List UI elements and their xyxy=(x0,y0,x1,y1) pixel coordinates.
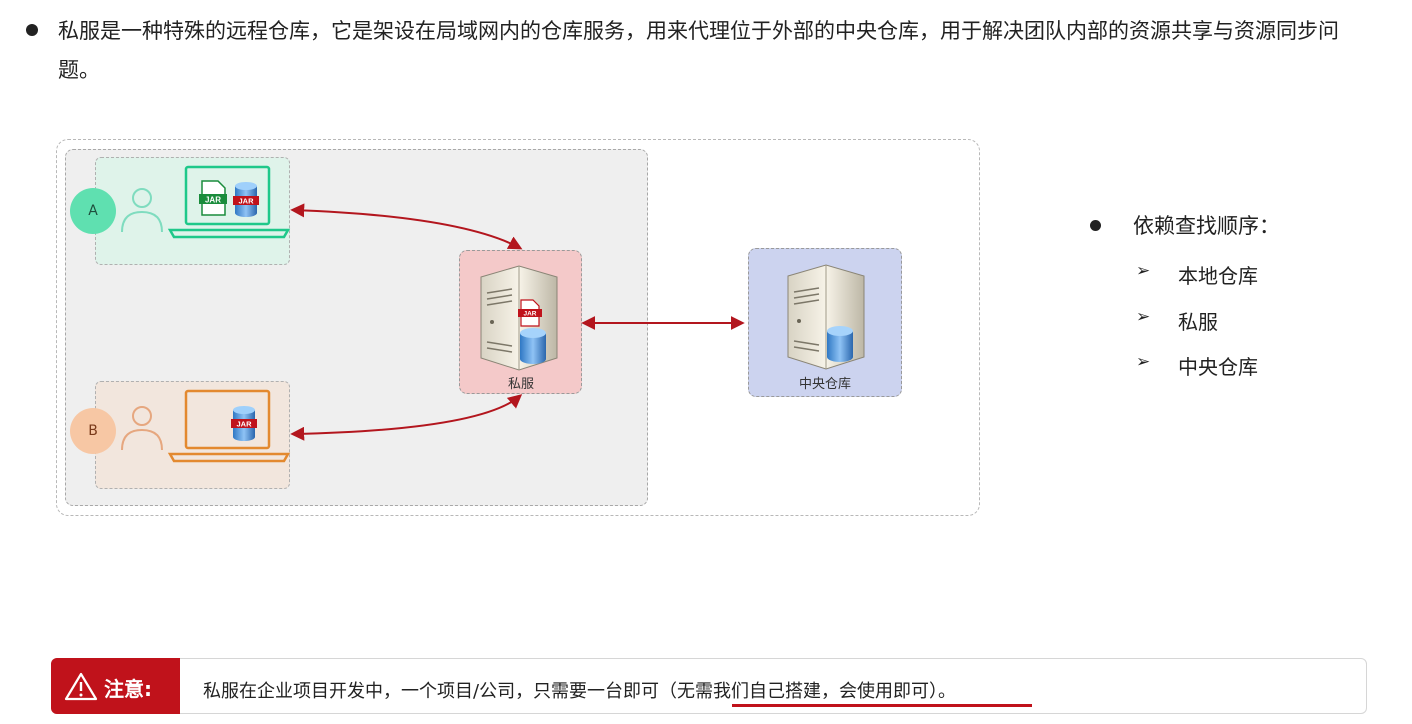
note-label-box xyxy=(51,658,180,714)
lookup-item: 本地仓库 xyxy=(1178,264,1258,288)
note-highlight-underline xyxy=(732,704,1032,707)
lookup-item: 私服 xyxy=(1178,310,1218,334)
jar-text: JAR xyxy=(236,420,252,429)
user-b-person-icon xyxy=(121,406,163,451)
intro-text: 私服是一种特殊的远程仓库，它是架设在局域网内的仓库服务，用来代理位于外部的中央仓… xyxy=(58,19,1339,82)
jar-file-icon: JAR xyxy=(199,180,227,216)
jar-text: JAR xyxy=(523,311,536,318)
lookup-arrow-icon: ➢ xyxy=(1136,261,1151,281)
user-b-database-icon: JAR xyxy=(231,406,257,441)
jar-text: JAR xyxy=(205,196,221,205)
central-server-label: 中央仓库 xyxy=(798,377,851,392)
lookup-bullet xyxy=(1090,220,1101,231)
lookup-title: 依赖查找顺序： xyxy=(1133,214,1280,238)
user-b-laptop-icon xyxy=(167,389,291,463)
private-server-jar-icon: JAR xyxy=(518,299,542,327)
user-a-person-icon xyxy=(121,188,163,233)
jar-text: JAR xyxy=(238,197,254,206)
user-b-avatar: B xyxy=(70,408,116,454)
user-a-avatar: A xyxy=(70,188,116,234)
note-bar xyxy=(51,658,1367,714)
private-server-label: 私服 xyxy=(507,377,534,392)
private-server-database-icon xyxy=(520,328,546,364)
intro-bullet xyxy=(26,24,38,36)
note-text: 私服在企业项目开发中，一个项目/公司，只需要一台即可（无需我们自己搭建，会使用即… xyxy=(203,681,957,702)
outer-network-box xyxy=(56,139,980,516)
warning-icon xyxy=(64,672,98,701)
arrow-user-b-private xyxy=(290,394,523,441)
user-a-laptop-icon xyxy=(167,165,291,239)
lookup-arrow-icon: ➢ xyxy=(1136,352,1151,372)
lookup-arrow-icon: ➢ xyxy=(1136,307,1151,327)
arrow-user-a-private xyxy=(290,203,523,250)
note-label: 注意: xyxy=(104,677,152,701)
user-a-database-icon: JAR xyxy=(233,182,259,217)
lookup-item: 中央仓库 xyxy=(1178,355,1258,379)
central-server-database-icon xyxy=(827,326,853,362)
